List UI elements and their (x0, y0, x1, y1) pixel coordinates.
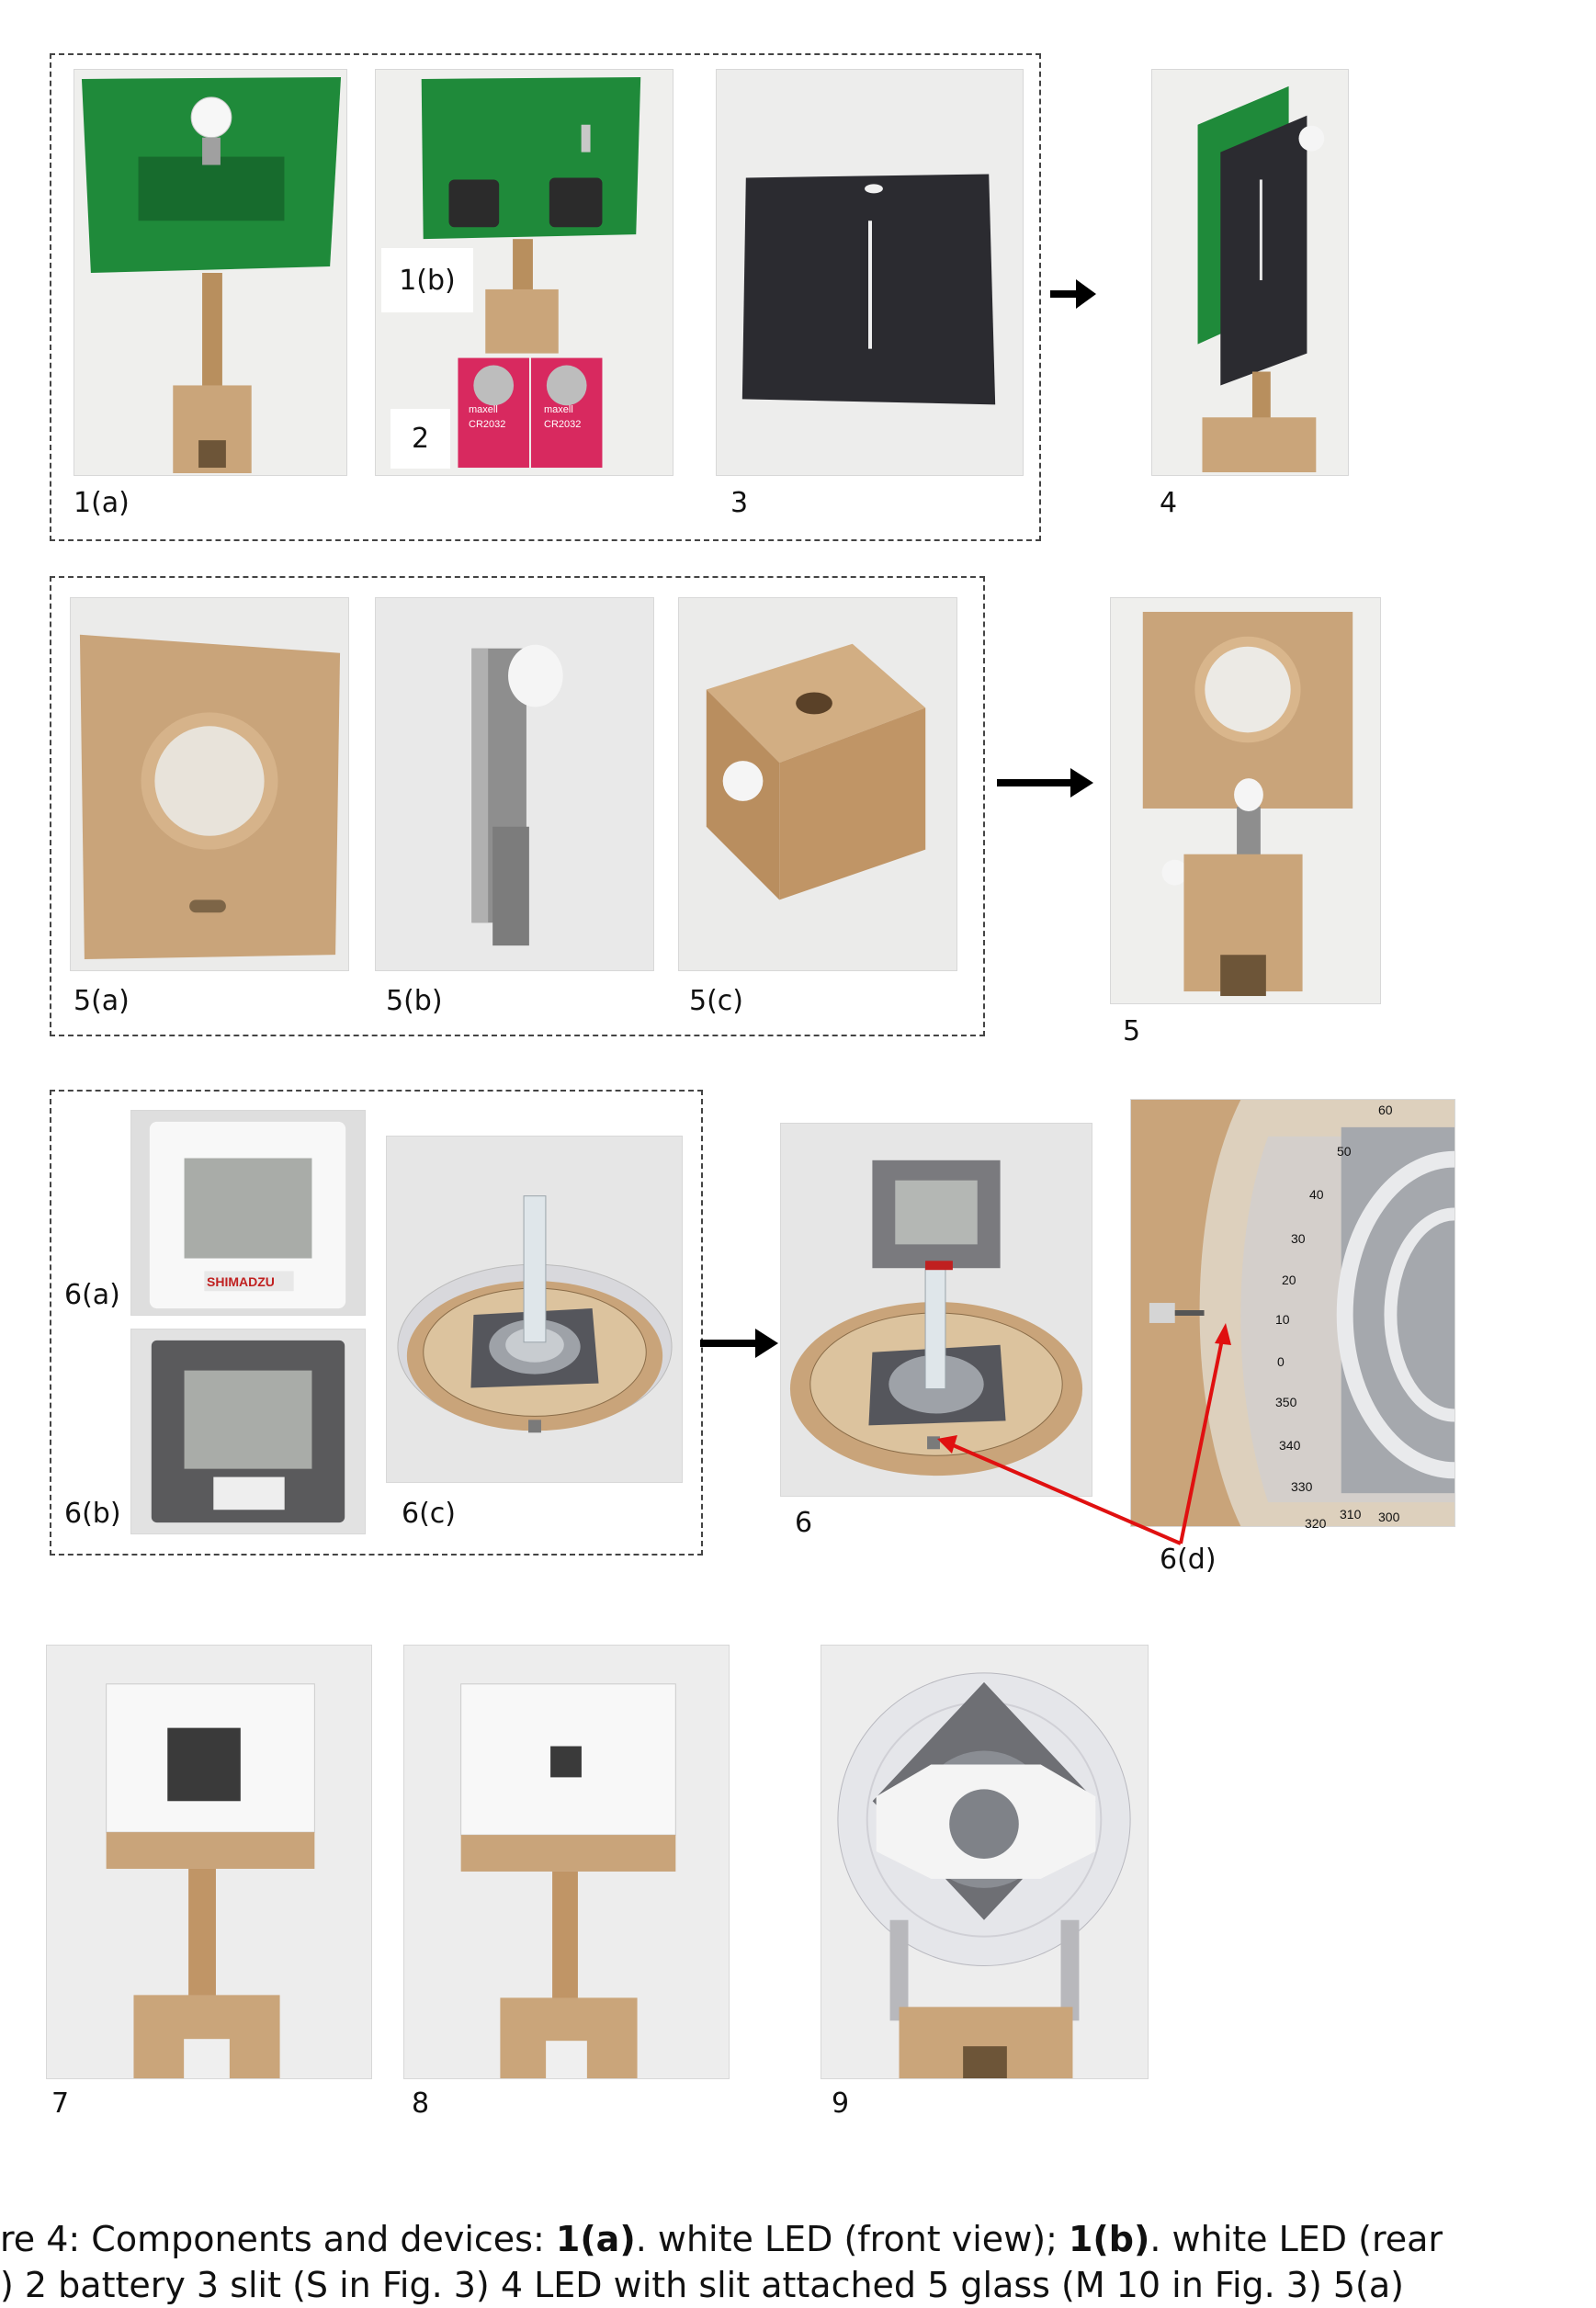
caption-desc-1a: . white LED (front view); (635, 2219, 1069, 2259)
photo-slit (716, 69, 1024, 476)
label-8: 8 (412, 2087, 430, 2120)
figure-caption-line-2: ) 2 battery 3 slit (S in Fig. 3) 4 LED w… (0, 2265, 1404, 2305)
tick-20: 20 (1282, 1273, 1296, 1287)
arrow-3 (700, 1329, 778, 1358)
label-1b: 1(b) (381, 248, 473, 312)
photo-rotary-assembled (780, 1123, 1092, 1497)
battery-model-1: CR2032 (469, 419, 506, 430)
tick-60: 60 (1378, 1103, 1393, 1117)
caption-term-1a: 1(a) (555, 2219, 636, 2259)
tick-40: 40 (1309, 1187, 1324, 1202)
label-6: 6 (795, 1507, 813, 1539)
tick-0: 0 (1277, 1354, 1285, 1369)
tick-10: 10 (1275, 1312, 1290, 1327)
arrow-1 (1050, 279, 1096, 309)
caption-desc-1b: . white LED (rear (1149, 2219, 1443, 2259)
red-pointer-arrows (937, 1323, 1231, 1545)
photo-led-with-slit (1151, 69, 1349, 476)
slide-brand-text: SHIMADZU (207, 1274, 275, 1289)
photo-led-front (74, 69, 347, 476)
photo-rotating-mount (821, 1645, 1149, 2079)
caption-term-1b: 1(b) (1068, 2219, 1150, 2259)
label-5a: 5(a) (74, 985, 130, 1017)
battery-brand-2: maxell (544, 404, 573, 415)
label-7: 7 (51, 2087, 70, 2120)
label-6a: 6(a) (64, 1279, 120, 1311)
photo-glass-assembled (1110, 597, 1381, 1004)
label-1a: 1(a) (74, 487, 130, 519)
figure-caption-line-1: re 4: Components and devices: 1(a). whit… (0, 2216, 1596, 2262)
label-6d: 6(d) (1160, 1544, 1217, 1576)
label-5: 5 (1123, 1015, 1141, 1047)
photo-mdf-block (678, 597, 957, 971)
tick-310: 310 (1340, 1507, 1362, 1522)
photo-slide-white (130, 1110, 366, 1316)
tick-350: 350 (1275, 1395, 1297, 1409)
tick-30: 30 (1291, 1231, 1306, 1246)
battery-model-2: CR2032 (544, 419, 582, 430)
photo-screen-large-aperture (46, 1645, 372, 2079)
label-3: 3 (730, 487, 749, 519)
photo-protractor-closeup (1130, 1099, 1455, 1527)
group-6-frame (50, 1090, 703, 1556)
group-5-frame (50, 576, 985, 1036)
label-4: 4 (1160, 487, 1178, 519)
label-9: 9 (832, 2087, 850, 2120)
arrow-2 (997, 768, 1093, 798)
tick-300: 300 (1378, 1510, 1400, 1524)
caption-prefix: re 4: Components and devices: (0, 2219, 556, 2259)
tick-340: 340 (1279, 1438, 1301, 1453)
photo-led-rod (375, 597, 654, 971)
battery-brand-1: maxell (469, 404, 498, 415)
photo-slide-gray (130, 1329, 366, 1534)
tick-330: 330 (1291, 1479, 1313, 1494)
photo-glass-holder (70, 597, 349, 971)
label-2: 2 (391, 409, 450, 469)
tick-50: 50 (1337, 1144, 1352, 1159)
label-5b: 5(b) (386, 985, 443, 1017)
photo-rotary-stage (386, 1136, 683, 1483)
label-6b: 6(b) (64, 1498, 121, 1530)
photo-led-rear (375, 69, 673, 476)
group-1-frame (50, 53, 1041, 541)
label-5c: 5(c) (689, 985, 743, 1017)
photo-screen-small-aperture (403, 1645, 730, 2079)
label-6c: 6(c) (402, 1498, 456, 1530)
tick-320: 320 (1305, 1516, 1327, 1531)
